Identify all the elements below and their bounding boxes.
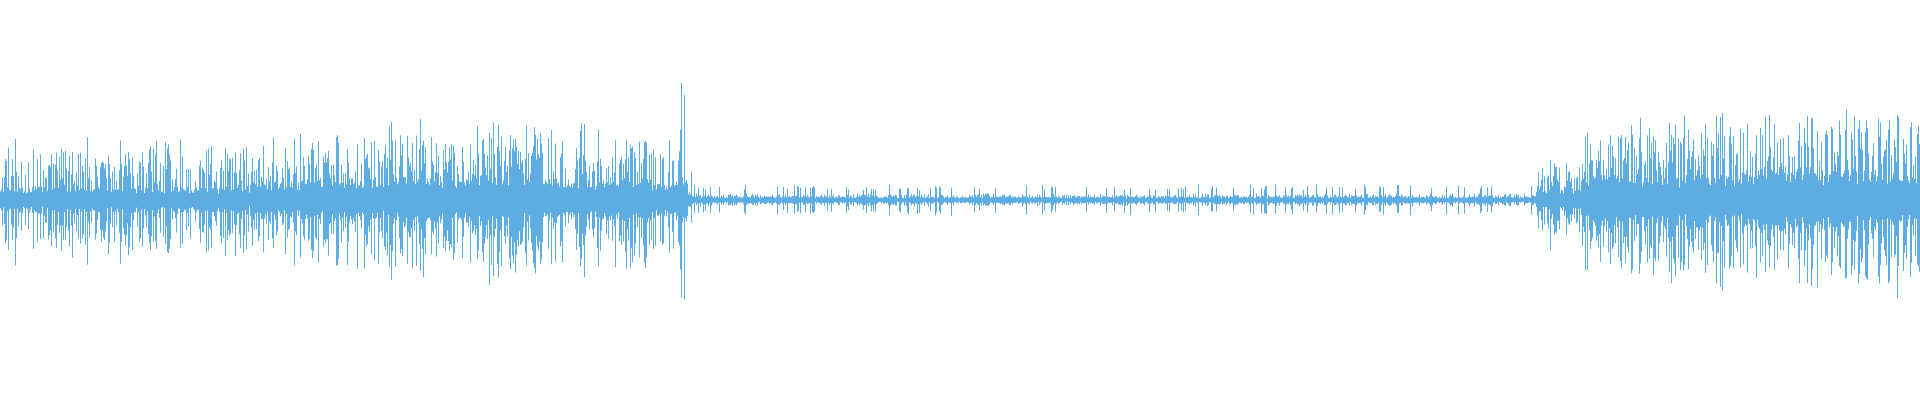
waveform-peaks-path (0, 82, 1920, 300)
waveform-peaks (0, 82, 1920, 300)
